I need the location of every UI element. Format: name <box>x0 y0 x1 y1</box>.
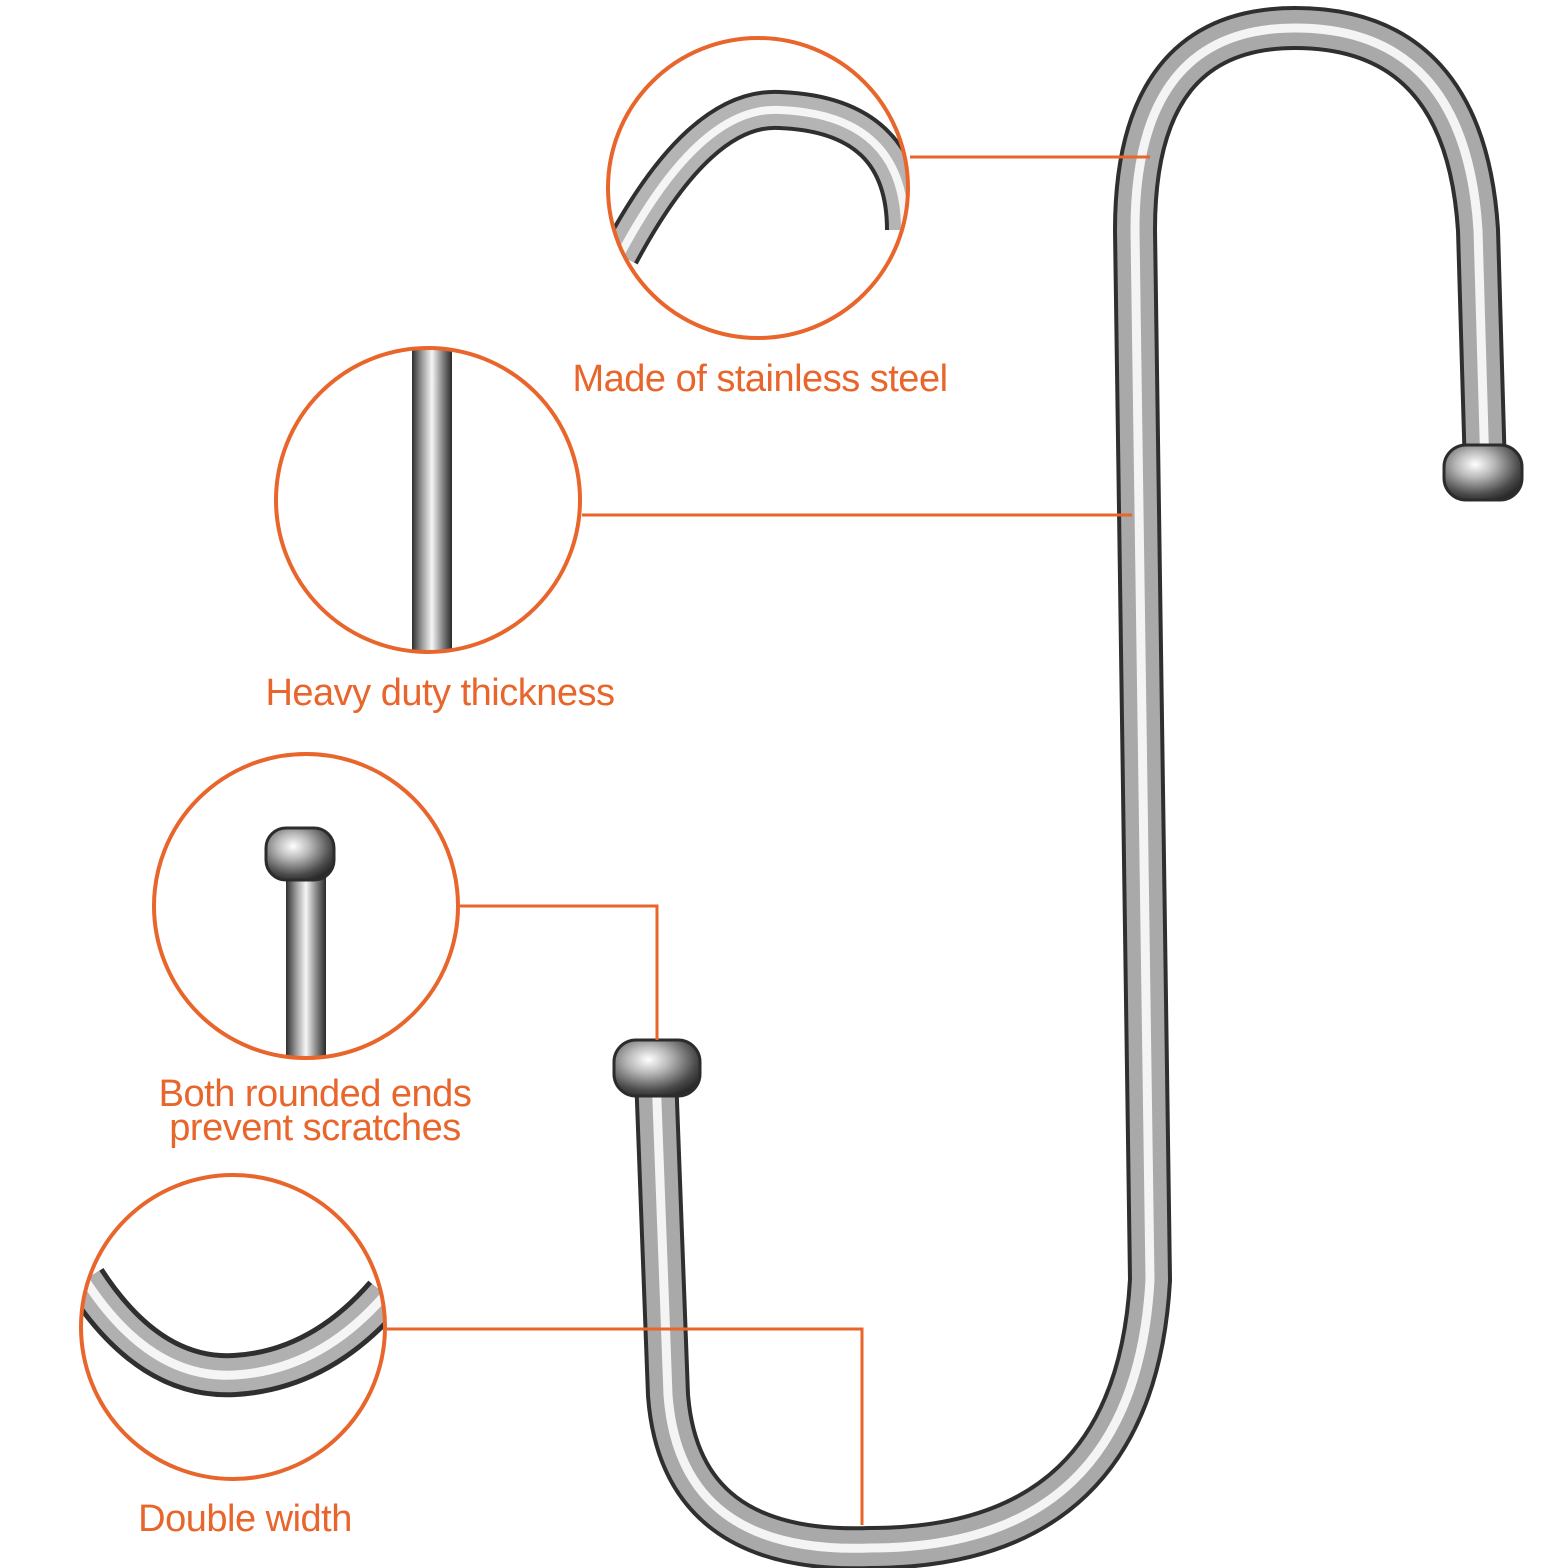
hook-end-ball-left <box>612 1038 702 1098</box>
caption-double-width: Double width <box>120 1498 370 1540</box>
detail-circle-double-width <box>79 1173 387 1481</box>
hook-wire-body <box>638 9 1503 1567</box>
caption-double-width-line-1: Double width <box>138 1498 352 1540</box>
detail-circle-stainless <box>606 36 910 340</box>
hook-wire-shadow <box>634 5 1507 1568</box>
caption-rounded-ends: Both rounded ends prevent scratches <box>140 1073 490 1149</box>
hook-wire-highlight <box>651 23 1490 1553</box>
caption-thickness-line-1: Heavy duty thickness <box>265 672 615 714</box>
leader-line-double-width <box>387 1327 864 1525</box>
detail-circle-thickness <box>274 346 582 654</box>
caption-stainless: Made of stainless steel <box>555 358 965 400</box>
caption-stainless-line-1: Made of stainless steel <box>572 358 948 400</box>
caption-thickness: Heavy duty thickness <box>250 672 630 714</box>
detail-circle-rounded-ends <box>152 752 460 1060</box>
leader-lines <box>387 155 1150 1525</box>
caption-rounded-ends-line-1: Both rounded ends <box>158 1073 472 1115</box>
leader-line-rounded-ends <box>460 904 659 1040</box>
caption-rounded-ends-line-2: prevent scratches <box>169 1107 461 1149</box>
hook-end-ball-right <box>1442 443 1524 502</box>
s-hook <box>612 5 1524 1568</box>
